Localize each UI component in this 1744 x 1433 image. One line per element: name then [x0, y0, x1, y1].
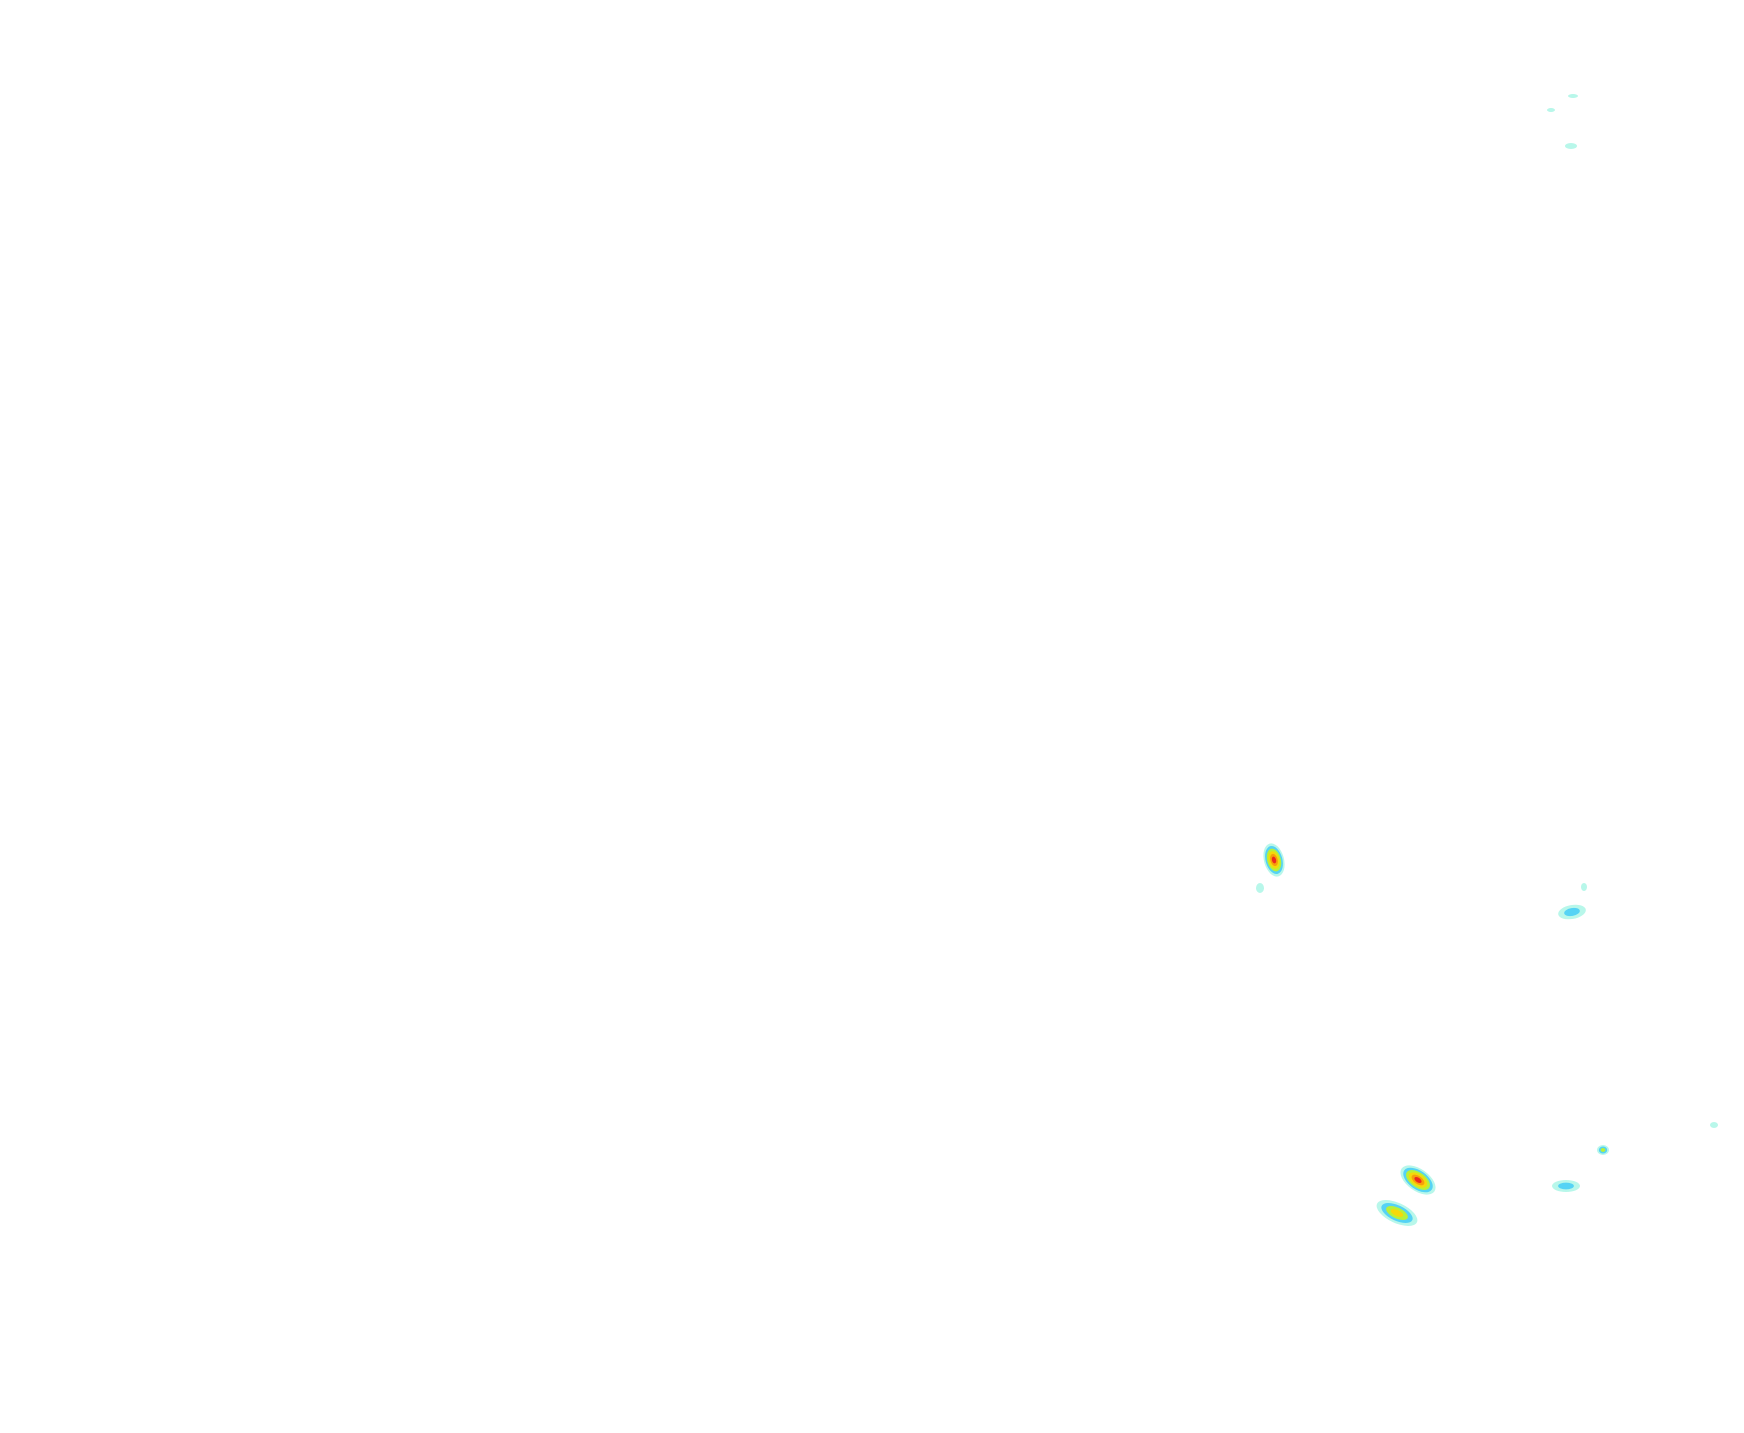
heat-blob	[1256, 883, 1264, 893]
heat-level-faint	[1547, 108, 1555, 112]
heat-blob	[1552, 1180, 1580, 1192]
heat-blob	[1597, 1145, 1609, 1155]
heat-level-mid	[1390, 1209, 1404, 1217]
heat-level-faint	[1710, 1122, 1718, 1128]
heat-level-faint	[1568, 94, 1578, 98]
heat-level-peak	[1414, 1176, 1422, 1184]
heat-blob	[1263, 843, 1285, 877]
heat-blob	[1547, 108, 1555, 112]
heat-blob	[1400, 1165, 1436, 1195]
heat-level-mid_low	[1600, 1148, 1606, 1152]
heat-blob	[1710, 1122, 1718, 1128]
heatmap-blobs	[1256, 94, 1718, 1226]
heat-level-peak	[1271, 856, 1277, 864]
heat-blob	[1376, 1200, 1418, 1226]
heat-blob	[1581, 883, 1587, 891]
heat-level-faint	[1565, 143, 1577, 149]
heat-blob	[1558, 904, 1586, 920]
heat-blob	[1568, 94, 1578, 98]
heat-level-faint	[1581, 883, 1587, 891]
heat-level-low	[1564, 907, 1580, 917]
heat-level-low	[1558, 1182, 1574, 1190]
heat-blob	[1565, 143, 1577, 149]
heat-level-faint	[1256, 883, 1264, 893]
